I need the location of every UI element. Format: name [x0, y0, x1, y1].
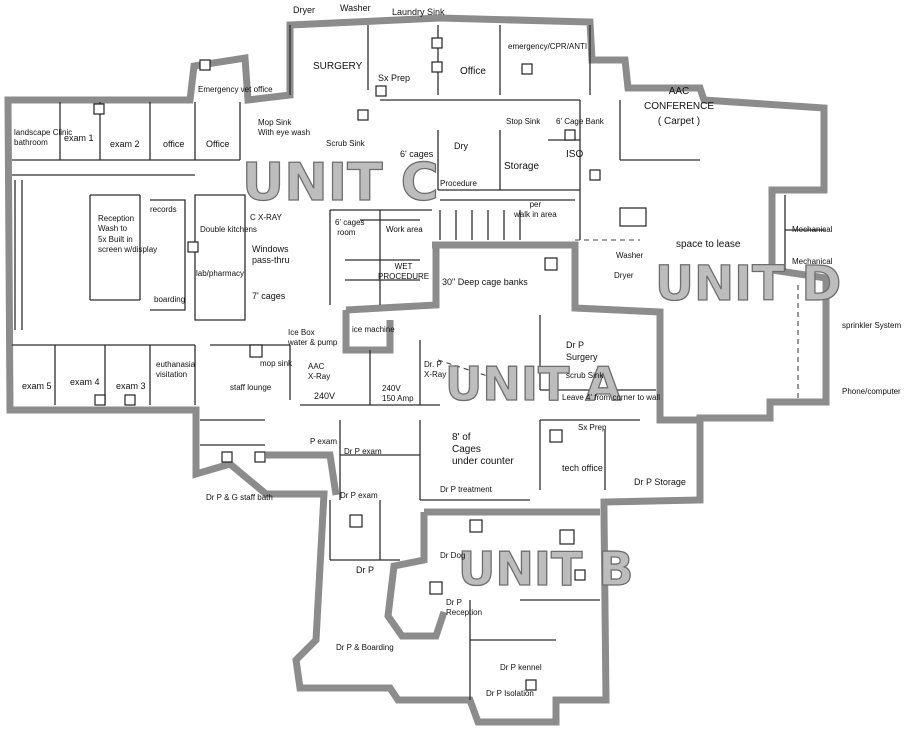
label-sx-prep-a: Sx Prep [578, 423, 607, 432]
unit-a-wall-2 [345, 245, 440, 314]
label-mechanical-1: Mechanical [792, 225, 833, 234]
label-aac-conference: AAC CONFERENCE ( Carpet ) [644, 86, 715, 127]
label-storage: Storage [504, 161, 540, 172]
label-records: records [150, 205, 177, 214]
dashed-lines [437, 239, 799, 400]
label-space-for-lease: space to lease [676, 239, 741, 250]
unit-d-label: UNIT D [655, 256, 841, 312]
label-scrub-sink: Scrub Sink [326, 139, 365, 148]
label-dry: Dry [454, 141, 468, 151]
label-exam4: exam 4 [70, 377, 100, 387]
label-iso: ISO [566, 149, 584, 160]
label-ice-box: Ice Box water & pump [288, 328, 338, 348]
label-cages-under: 8' of Cages under counter [452, 432, 514, 467]
label-boarding: boarding [154, 295, 186, 304]
label-6-cages-mid: 6' cages room [335, 218, 365, 238]
label-p-exam-1: P exam [310, 437, 337, 446]
label-exam3: exam 3 [116, 381, 146, 391]
label-p-exam-2: Dr P exam [344, 447, 382, 456]
label-dr-pg-boarding: Dr P & Boarding [336, 643, 394, 652]
label-dr-pg-bath: Dr P & G staff bath [206, 493, 273, 502]
label-office-c2: Office [206, 139, 230, 149]
label-windows-pass: Windows pass-thru [252, 244, 290, 266]
label-washer-top: Washer [340, 3, 371, 13]
unit-a-wall-3 [266, 451, 340, 496]
label-phone-computer: Phone/computer [842, 387, 901, 396]
label-deep-cage: 30" Deep cage banks [442, 277, 528, 287]
label-dr-p-kennel: Dr P kennel [500, 663, 542, 672]
label-7-cages: 7' cages [252, 291, 286, 301]
label-office-c1: office [163, 139, 185, 149]
label-dr-p-left: Dr P [356, 565, 374, 575]
label-p-exam-3: Dr P exam [340, 491, 378, 500]
label-scrub-sink-a: scrub Sink [566, 371, 604, 380]
label-work-area: Work area [386, 225, 423, 234]
label-mechanical-2: Mechanical [792, 257, 833, 266]
unit-a-inner [342, 310, 394, 354]
unit-a-label: UNIT A [445, 357, 621, 411]
label-240v: 240V [314, 391, 336, 401]
label-sx-prep-top: Sx Prep [378, 73, 411, 83]
label-landscape-clinic: landscape Clinic bathroom [14, 128, 73, 148]
unit-b-label: UNIT B [458, 542, 633, 596]
fixtures [93, 37, 647, 691]
label-dr-p-reception: Dr P Reception [446, 598, 483, 618]
unit-c-label: UNIT C [242, 153, 439, 213]
label-exam5: exam 5 [22, 381, 52, 391]
label-mop-sink: Mop Sink With eye wash [258, 118, 311, 138]
label-ice-machine: ice machine [352, 325, 395, 334]
label-dr-p-bottom: Dr P Isolation [486, 689, 534, 698]
label-double-kitchens: Double kitchens [200, 225, 257, 234]
label-dr-dog: Dr Dog [440, 551, 466, 560]
label-aac-xray: AAC X-Ray [308, 362, 331, 382]
label-laundry-sink: Laundry Sink [392, 7, 445, 17]
label-walk-in-area: per walk in area [514, 200, 557, 220]
label-wet-procedure: WET PROCEDURE [378, 262, 430, 282]
label-cage-bank: 6' Cage Bank [556, 117, 604, 126]
label-surgery: SURGERY [313, 61, 363, 72]
label-mop-sink-c: mop sink [260, 359, 293, 368]
label-exam2: exam 2 [110, 139, 140, 149]
label-stop-sink: Stop Sink [506, 117, 541, 126]
label-lab-pharmacy: lab/pharmacy [196, 269, 245, 278]
label-exam1: exam 1 [64, 133, 94, 143]
label-dr-p-surgery: Dr P Surgery [566, 340, 598, 362]
outer-wall [4, 14, 830, 726]
label-dryer-top: Dryer [293, 5, 315, 15]
label-cx-ray: C X-RAY [250, 213, 282, 222]
unit-b-wall [384, 508, 600, 640]
label-emergency-cpr: emergency/CPR/ANTI [508, 42, 588, 51]
label-reception: Reception Wash to 5x Built in screen w/d… [98, 214, 158, 255]
label-staff-lounge: staff lounge [230, 383, 272, 392]
label-240v-amp: 240V 150 Amp [382, 384, 414, 404]
label-euthanasia: euthanasia visitation [156, 360, 196, 380]
label-xray-a: Dr. P X-Ray [424, 360, 447, 380]
label-washer-mid: Washer [616, 251, 644, 260]
unit-a-wall [432, 241, 700, 424]
label-tech-office: tech office [562, 463, 603, 473]
label-office-top: Office [460, 66, 486, 77]
label-emergency-vet: Emergency vet office [198, 85, 273, 94]
label-dryer-mid: Dryer [614, 271, 634, 280]
label-procedure: Procedure [440, 179, 477, 188]
interior-walls [12, 25, 826, 700]
label-sprinkler: sprinkler System [842, 321, 902, 330]
label-leave-space: Leave 4' from corner to wall [562, 393, 661, 402]
label-dr-p-storage: Dr P Storage [634, 477, 686, 487]
label-p-treatment: Dr P treatment [440, 485, 492, 494]
label-6-cages: 6' cages [400, 149, 434, 159]
